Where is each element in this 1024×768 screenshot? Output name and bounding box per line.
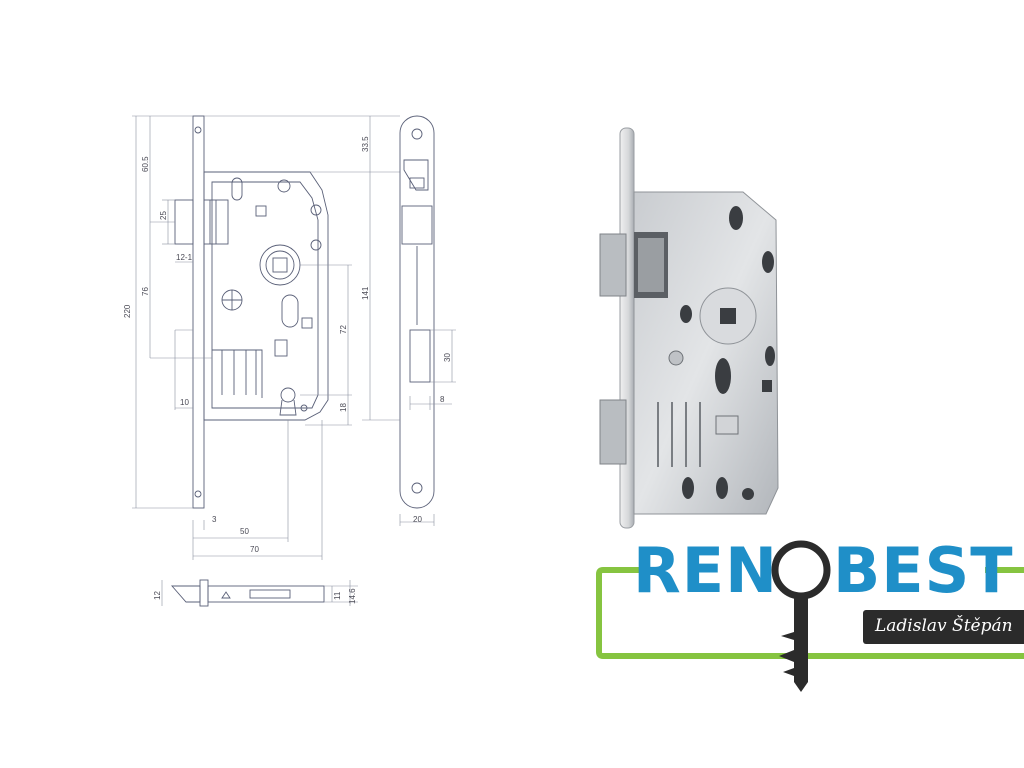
renobest-logo: REN BEST Ladislav Štěpán bbox=[585, 532, 1024, 700]
side-faceplate bbox=[399, 115, 435, 509]
lock-photo bbox=[599, 127, 779, 529]
brand-text-right: BEST bbox=[833, 534, 1014, 607]
dim-8: 8 bbox=[440, 395, 445, 404]
tagline-text: Ladislav Štěpán bbox=[875, 616, 1013, 636]
tagline-box: Ladislav Štěpán bbox=[863, 610, 1024, 644]
dim-25: 25 bbox=[159, 211, 168, 220]
front-dimensions bbox=[132, 115, 400, 560]
dim-12-1: 12-1 bbox=[176, 253, 193, 262]
dim-60-5: 60.5 bbox=[141, 156, 150, 172]
dim-50: 50 bbox=[240, 527, 249, 536]
bottom-dimensions bbox=[161, 580, 358, 606]
dim-76: 76 bbox=[141, 287, 150, 296]
logo-frame bbox=[596, 540, 1024, 692]
bottom-view bbox=[171, 579, 325, 607]
side-dimensions bbox=[362, 116, 456, 526]
dim-70: 70 bbox=[250, 545, 259, 554]
dim-220: 220 bbox=[123, 304, 132, 318]
dim-141: 141 bbox=[361, 286, 370, 300]
lock-body bbox=[203, 171, 329, 421]
dim-72: 72 bbox=[339, 325, 348, 334]
dim-3: 3 bbox=[212, 515, 217, 524]
front-view bbox=[174, 115, 329, 509]
key-icon bbox=[771, 540, 831, 692]
brand-text-left: REN bbox=[633, 534, 778, 607]
dim-20: 20 bbox=[413, 515, 422, 524]
dim-11: 11 bbox=[333, 591, 342, 600]
dim-14-6: 14.6 bbox=[348, 588, 357, 604]
dim-10: 10 bbox=[180, 398, 189, 407]
latch-bolt bbox=[174, 199, 194, 245]
dim-33-5: 33.5 bbox=[361, 136, 370, 152]
side-view bbox=[399, 115, 435, 509]
dim-18: 18 bbox=[339, 403, 348, 412]
dim-30: 30 bbox=[443, 353, 452, 362]
dim-12: 12 bbox=[153, 591, 162, 600]
faceplate bbox=[192, 115, 205, 509]
